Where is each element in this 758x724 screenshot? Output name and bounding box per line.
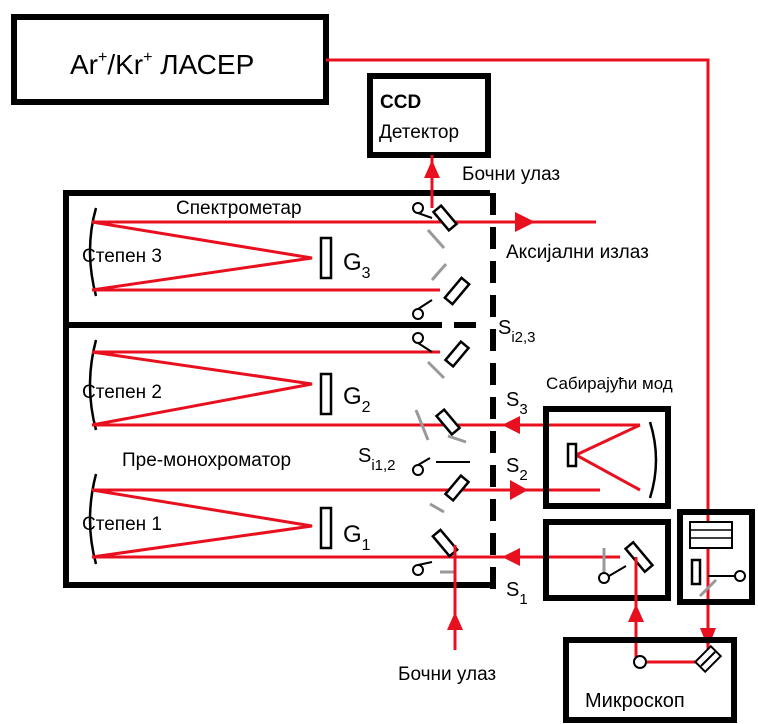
slit-si12-label: Si1,2 [358, 445, 396, 474]
spectrometer-frame [63, 190, 490, 588]
g3-label: G3 [343, 249, 371, 282]
g2-label: G2 [343, 383, 371, 416]
grating-g2 [319, 372, 333, 416]
stage2-grating-beam [91, 350, 313, 427]
spectrometer-label: Спектрометар [176, 198, 302, 219]
s2-arrow [510, 480, 528, 500]
stage3-grating-beam [91, 220, 313, 292]
entrance-optics [598, 540, 655, 584]
stage2-label: Степен 2 [82, 382, 162, 403]
stage2-optics [412, 332, 471, 444]
stage2-mirror [88, 339, 98, 431]
side-entrance-bottom-label: Бочни улаз [398, 664, 496, 685]
grating-g1 [319, 506, 333, 550]
microscope-lens [633, 655, 647, 669]
detector-label: Детектор [379, 122, 459, 143]
laser-label: Ar+/Kr+ ЛАСЕР [70, 49, 254, 80]
filter-box [677, 509, 755, 605]
s3-arrow [502, 416, 520, 434]
microscope-beam-arrow [628, 604, 644, 622]
stage3-entrance-optics [412, 263, 471, 320]
filter-optics [689, 521, 746, 598]
slit-s3-label: S3 [506, 389, 528, 418]
axial-exit-label: Аксијални излаз [506, 242, 649, 263]
microscope-box [563, 637, 737, 723]
ccd-detector-box [367, 73, 491, 158]
additive-beam [572, 423, 641, 492]
entrance-optics-box [543, 519, 671, 601]
additive-mirror [648, 421, 658, 499]
stage3-exit-optics [412, 202, 459, 249]
additive-mode-box [543, 406, 671, 509]
stage3-mirror [88, 207, 98, 297]
s1-arrow [502, 548, 520, 566]
laser-beam [326, 58, 710, 650]
bottom-side-arrow [447, 612, 463, 630]
additive-grating [566, 442, 578, 468]
axial-exit-arrow [515, 212, 535, 232]
stage1-mirror [88, 473, 98, 565]
ccd-label: CCD [380, 92, 421, 113]
beamsplitter [693, 644, 723, 674]
g1-label: G1 [343, 521, 371, 554]
premono-label: Пре-монохроматор [122, 450, 291, 471]
grating-g3 [319, 236, 333, 280]
side-entrance-top-label: Бочни улаз [462, 164, 560, 185]
slit-si23-label: Si2,3 [498, 317, 536, 346]
ccd-beam-arrow [424, 160, 440, 178]
stage1-grating-beam [91, 488, 313, 559]
slit-s2-label: S2 [506, 455, 528, 484]
stage1-optics [412, 457, 471, 576]
additive-mode-label: Сабирајући мод [546, 374, 673, 393]
slit-s1-label: S1 [506, 579, 528, 608]
microscope-label: Микроскоп [585, 690, 685, 712]
stage1-label: Степен 1 [82, 514, 162, 535]
stage3-label: Степен 3 [82, 246, 162, 267]
